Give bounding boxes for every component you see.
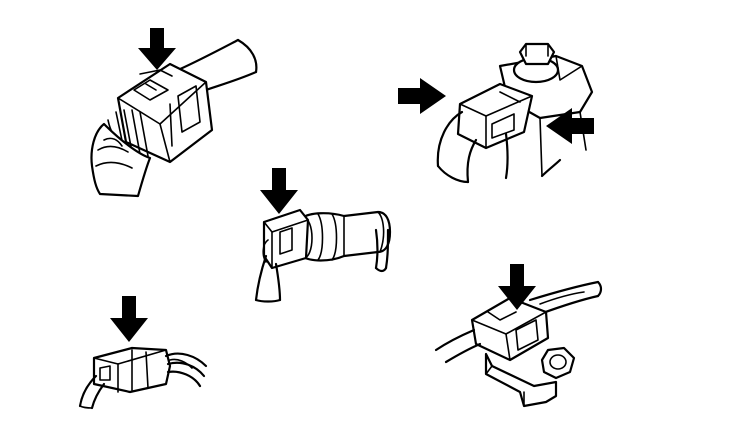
left-arrow-icon xyxy=(546,108,594,144)
connector-3 xyxy=(254,168,392,303)
down-arrow-icon xyxy=(110,296,148,342)
right-arrow-icon xyxy=(398,78,446,114)
down-arrow-icon xyxy=(138,28,176,70)
connector-4 xyxy=(78,296,208,410)
connector-5 xyxy=(434,264,603,408)
connector-2 xyxy=(398,42,594,184)
down-arrow-icon xyxy=(498,264,536,310)
down-arrow-icon xyxy=(260,168,298,214)
connector-1 xyxy=(90,28,258,198)
